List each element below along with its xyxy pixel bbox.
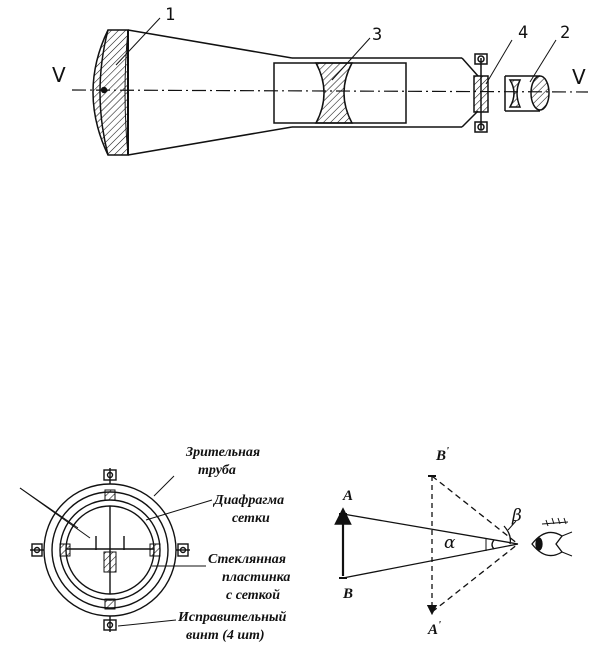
leader-1 (115, 17, 161, 66)
label-angle-beta: β (511, 506, 522, 526)
correction-screws (30, 468, 190, 632)
telescope-tube (127, 29, 479, 156)
label-objective-1: 1 (165, 5, 175, 25)
eyepiece (504, 75, 550, 112)
optical-axis (71, 89, 589, 93)
label-point-A: A (342, 488, 353, 504)
focusing-lens (273, 62, 407, 124)
leader-4 (485, 39, 513, 85)
reticle-diagram (19, 468, 213, 632)
caption-diaphragm: Диафрагма сетки (212, 493, 288, 526)
magnification-diagram (334, 475, 573, 616)
axis-label-right: V (572, 65, 586, 89)
label-point-B: B (342, 586, 353, 602)
label-angle-alpha: α (444, 533, 456, 553)
label-focusing-lens-3: 3 (372, 25, 382, 45)
axis-label-left: V (52, 63, 66, 87)
telescope-diagram (71, 17, 589, 156)
label-reticle-4: 4 (518, 23, 528, 43)
reticle-mount (473, 53, 489, 133)
label-eyepiece-2: 2 (560, 23, 570, 43)
eye-icon (531, 517, 573, 557)
label-point-B-image: B' (435, 445, 449, 464)
caption-correction-screw: Исправительный винт (4 шт) (177, 610, 290, 643)
caption-eyepiece-tube: Зрительная труба (185, 445, 264, 478)
objective-lens (92, 29, 129, 156)
label-point-A-image: A' (427, 619, 441, 638)
caption-glass-plate: Стеклянная пластинка с сеткой (208, 552, 294, 603)
leader-3 (331, 37, 371, 81)
leader-2 (529, 39, 557, 83)
